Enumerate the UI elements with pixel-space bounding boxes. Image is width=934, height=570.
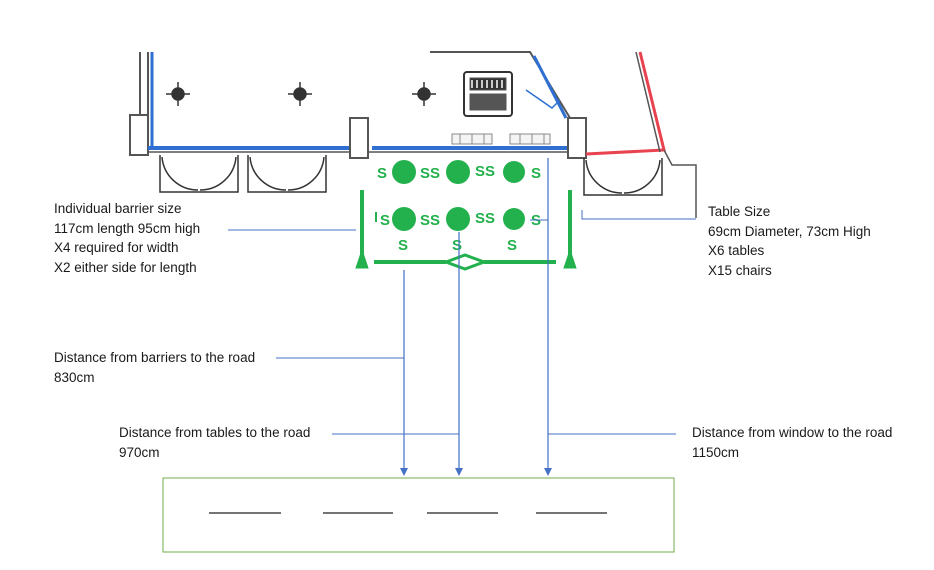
barrier-size-note: Individual barrier size 117cm length 95c…	[54, 199, 200, 277]
slanted-wall-blue	[532, 55, 568, 119]
barriers-to-road-value: 830cm	[54, 369, 95, 385]
tables-to-road-note: Distance from tables to the road 970cm	[119, 423, 310, 462]
barrier-note-line: X2 either side for length	[54, 259, 197, 275]
table	[446, 160, 470, 184]
chair-label: S	[380, 212, 390, 229]
ceiling-light-icon	[166, 82, 190, 106]
barrier-right-foot	[563, 248, 577, 269]
table-note-line: X6 tables	[708, 243, 765, 258]
door-left-pair	[159, 155, 239, 193]
table-note-line: X15 chairs	[708, 262, 772, 278]
center-pillar	[349, 117, 369, 159]
radiator-icon	[463, 71, 513, 117]
table-leader-line	[581, 210, 696, 220]
right-slanted-wall	[635, 51, 661, 153]
partition-line	[525, 89, 561, 109]
window-to-road-value: 1150cm	[692, 444, 740, 460]
door-center-pair	[247, 155, 327, 193]
tables	[392, 160, 525, 231]
chair-label: SS	[475, 210, 495, 227]
table	[446, 207, 470, 231]
table	[503, 208, 525, 230]
distance-arrows	[400, 158, 552, 476]
barrier-note-line: Individual barrier size	[54, 201, 182, 216]
ceiling-light-icon	[288, 82, 312, 106]
road	[162, 477, 675, 553]
chair-label: S	[398, 237, 408, 254]
wall-fixture	[451, 133, 551, 145]
window-to-road-title: Distance from window to the road	[692, 425, 893, 440]
barrier-note-line: 117cm length 95cm high	[54, 220, 201, 236]
right-slanted-wall-red	[585, 51, 666, 156]
chair-label: S	[377, 165, 387, 182]
table	[392, 160, 416, 184]
building-plan	[129, 51, 697, 218]
tables-to-road-value: 970cm	[119, 444, 160, 460]
chairs: S SS SS S S SS SS S S S S	[377, 163, 541, 254]
barrier-left-foot	[355, 248, 369, 269]
table	[503, 161, 525, 183]
barrier-group	[355, 190, 577, 271]
chair-label: SS	[475, 163, 495, 180]
left-pillar	[129, 114, 149, 156]
door-right-pair	[583, 158, 663, 196]
right-pillar	[567, 117, 587, 159]
table-size-note: Table Size 69cm Diameter, 73cm High X6 t…	[708, 202, 871, 280]
leader-lines	[228, 210, 696, 435]
ceiling-light-icon	[412, 82, 436, 106]
chair-label: SS	[420, 165, 440, 182]
barrier-note-line: X4 required for width	[54, 240, 179, 255]
chair-label: S	[452, 237, 462, 254]
chair-label: SS	[420, 212, 440, 229]
chair-label: S	[507, 237, 517, 254]
barriers-to-road-note: Distance from barriers to the road 830cm	[54, 348, 255, 387]
table-note-line: Table Size	[708, 204, 771, 219]
table	[392, 207, 416, 231]
window-to-road-note: Distance from window to the road 1150cm	[692, 423, 892, 462]
right-outer-wall	[663, 149, 697, 218]
tables-to-road-title: Distance from tables to the road	[119, 425, 311, 440]
table-note-line: 69cm Diameter, 73cm High	[708, 223, 871, 239]
chair-label: S	[531, 165, 541, 182]
building-slanted-wall	[430, 51, 571, 119]
road-outline	[162, 477, 675, 553]
barrier-front-join	[441, 253, 489, 271]
barriers-to-road-title: Distance from barriers to the road	[54, 350, 256, 365]
